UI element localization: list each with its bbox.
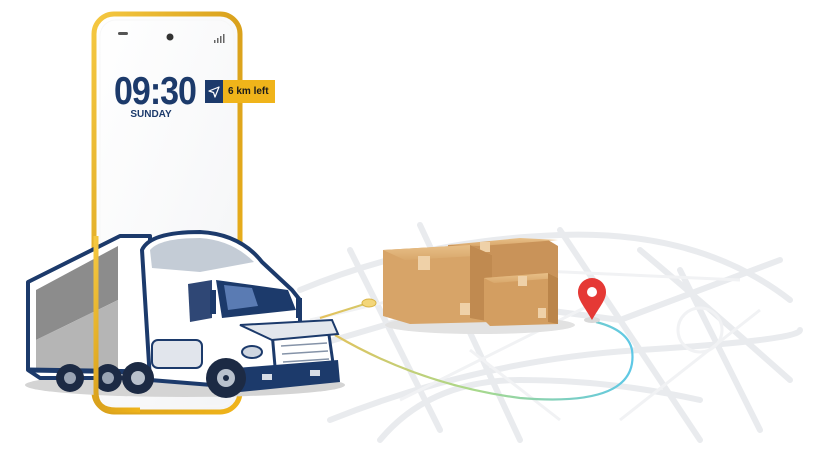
camera-icon [166,33,174,41]
route-line [319,301,634,401]
navigation-arrow-icon [205,80,223,103]
signal-icon [214,34,225,43]
navigation-distance-chip: 6 km left [205,80,275,103]
distance-remaining-label: 6 km left [223,80,275,103]
route-start-marker [361,298,377,308]
speaker-icon [118,32,128,35]
truck-illustration [25,230,345,398]
phone-frame-front-edge [93,236,140,413]
phone-clock-time: 09:30 [114,69,197,114]
cardboard-boxes-illustration [383,238,575,334]
location-pin-icon [578,278,606,323]
phone-clock-day: SUNDAY [130,109,172,120]
